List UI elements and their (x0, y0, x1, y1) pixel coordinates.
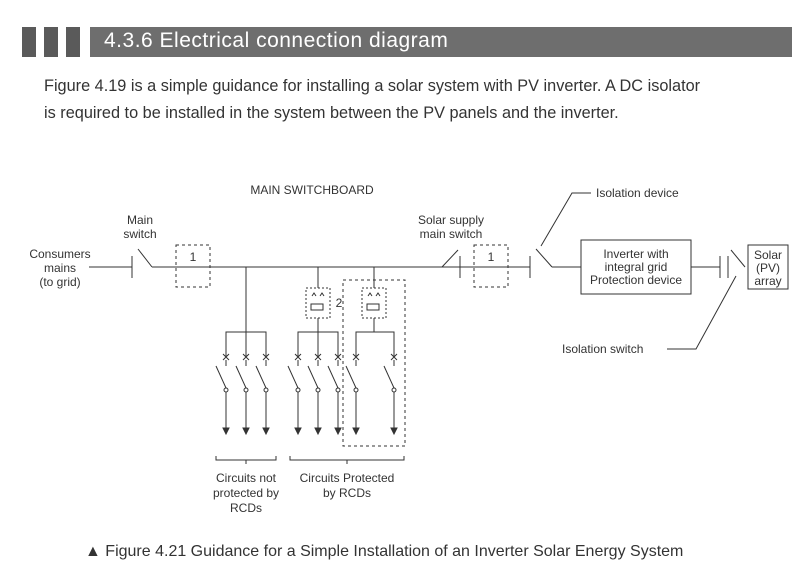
meter-label-2: 1 (488, 250, 495, 264)
branch-group-3 (355, 331, 395, 357)
section-header: 4.3.6 Electrical connection diagram (22, 27, 792, 57)
meter-box-2 (473, 244, 509, 288)
intro-paragraph: Figure 4.19 is a simple guidance for ins… (44, 73, 774, 127)
protected-label-1: Circuits Protected (300, 471, 395, 485)
circuit-breaker (327, 353, 342, 436)
consumers-mains-line-2: mains (44, 261, 76, 275)
solar-array-box (747, 244, 789, 290)
header-decor-block (66, 27, 80, 57)
solar-supply-label-1: Solar supply (418, 213, 484, 227)
intro-line-1: Figure 4.19 is a simple guidance for ins… (44, 77, 701, 95)
circuit-breaker (287, 353, 302, 436)
circuit-breaker (345, 353, 360, 436)
brace-protected (289, 456, 405, 464)
isolation-device-leader (540, 192, 591, 247)
header-decor-block (22, 27, 36, 57)
solar-supply-label-2: main switch (420, 227, 483, 241)
intro-line-2: is required to be installed in the syste… (44, 104, 619, 122)
solar-array-label-3: array (754, 274, 781, 288)
unprotected-label-1: Circuits not (216, 471, 277, 485)
isolation-switch-leader (667, 275, 737, 350)
header-bar (90, 27, 792, 57)
solar-array-label-2: (PV) (756, 261, 780, 275)
rcd-protected-region (342, 279, 406, 447)
main-switch-label-2: switch (123, 227, 156, 241)
protected-label-2: by RCDs (323, 486, 371, 500)
header-decor-block (44, 27, 58, 57)
circuit-breaker (307, 353, 322, 436)
main-switch-blade (137, 248, 153, 268)
unprotected-label-2: protected by (213, 486, 279, 500)
figure-caption: ▲ Figure 4.21 Guidance for a Simple Inst… (85, 543, 683, 561)
section-title: 4.3.6 Electrical connection diagram (104, 29, 449, 52)
circuit-breaker (383, 353, 398, 436)
rcd-number-label: 2 (336, 296, 343, 310)
caption-triangle-icon: ▲ (85, 543, 101, 560)
rcd-symbol-2 (366, 292, 381, 311)
isolation-switch-blade (730, 249, 746, 268)
meter-box-1 (175, 244, 211, 288)
isolation-device-label: Isolation device (596, 186, 679, 200)
unprotected-label-3: RCDs (230, 501, 262, 515)
rcd-box-2 (361, 287, 387, 319)
inverter-label-3: Protection device (590, 273, 682, 287)
circuit-breaker (235, 353, 250, 436)
inverter-label-2: integral grid (605, 260, 668, 274)
circuit-breakers (215, 353, 398, 436)
caption-text: Figure 4.21 Guidance for a Simple Instal… (105, 543, 684, 560)
rcd-symbol-1 (310, 292, 325, 311)
rcd-box-1 (305, 287, 331, 319)
circuit-breaker (215, 353, 230, 436)
consumers-mains-line-1: Consumers (29, 247, 90, 261)
isolation-switch-label: Isolation switch (562, 342, 643, 356)
solar-supply-switch-blade (441, 249, 459, 268)
solar-array-label-1: Solar (754, 248, 782, 262)
consumers-mains-line-3: (to grid) (39, 275, 80, 289)
inverter-label-1: Inverter with (603, 247, 668, 261)
brace-unprotected (215, 456, 277, 464)
main-switch-label-1: Main (127, 213, 153, 227)
main-switchboard-label: MAIN SWITCHBOARD (250, 183, 374, 197)
circuit-breaker (255, 353, 270, 436)
meter-label-1: 1 (190, 250, 197, 264)
isolation-device-blade (535, 248, 553, 268)
